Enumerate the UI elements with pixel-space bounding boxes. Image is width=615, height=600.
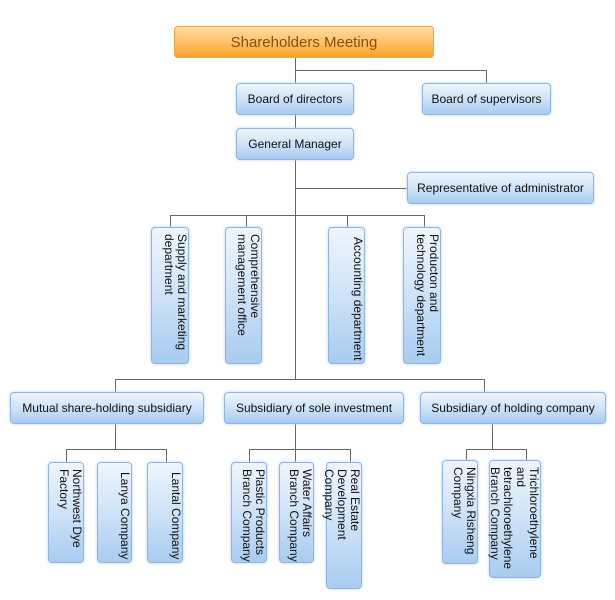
company-node: Plastic Products Branch Company	[231, 462, 267, 563]
group-node: Subsidiary of holding company	[420, 392, 606, 424]
connector	[115, 423, 116, 449]
company-node: Real Estate Development Company	[322, 462, 362, 589]
connector	[170, 215, 171, 227]
company-node: Lanya Company	[97, 462, 132, 563]
connector	[466, 449, 527, 450]
department-node: Supply and marketing department	[151, 227, 189, 364]
connector	[170, 215, 425, 216]
connector	[350, 449, 351, 462]
department-node: Producton and technology department	[403, 227, 441, 364]
general-manager-node: General Manager	[236, 128, 354, 160]
connector	[347, 215, 348, 227]
department-node: Accounting department	[328, 227, 365, 364]
company-node: Lantal Company	[147, 462, 183, 563]
connector	[246, 215, 247, 227]
board-of-directors-node: Board of directors	[236, 83, 354, 115]
connector	[486, 70, 487, 83]
connector	[424, 215, 425, 227]
connector	[295, 114, 296, 128]
group-node: Subsidiary of sole investment	[224, 392, 404, 424]
connector	[295, 188, 407, 189]
department-node: Comprehensive management office	[225, 227, 262, 364]
company-node: Ningxia Risheng Company	[442, 460, 478, 564]
connector	[484, 379, 485, 392]
connector	[66, 449, 67, 462]
board-of-supervisors-node: Board of supervisors	[422, 83, 551, 115]
connector	[66, 449, 167, 450]
shareholders-meeting-node: Shareholders Meeting	[174, 26, 434, 58]
company-node: Northwest Dye Factory	[48, 462, 84, 563]
connector	[249, 449, 351, 450]
connector	[295, 70, 486, 71]
connector	[526, 449, 527, 460]
connector	[295, 423, 296, 462]
connector	[115, 379, 485, 380]
company-node: Trichloroethylene and tetrachloroethylen…	[488, 460, 541, 578]
group-node: Mutual share-holding subsidiary	[10, 392, 204, 424]
connector	[295, 58, 296, 84]
representative-node: Representative of administrator	[407, 172, 594, 204]
connector	[115, 379, 116, 392]
connector	[295, 160, 296, 379]
connector	[249, 449, 250, 462]
company-node: Water Affairs Branch Company	[279, 462, 314, 563]
connector	[166, 449, 167, 462]
connector	[466, 449, 467, 460]
connector	[492, 423, 493, 449]
